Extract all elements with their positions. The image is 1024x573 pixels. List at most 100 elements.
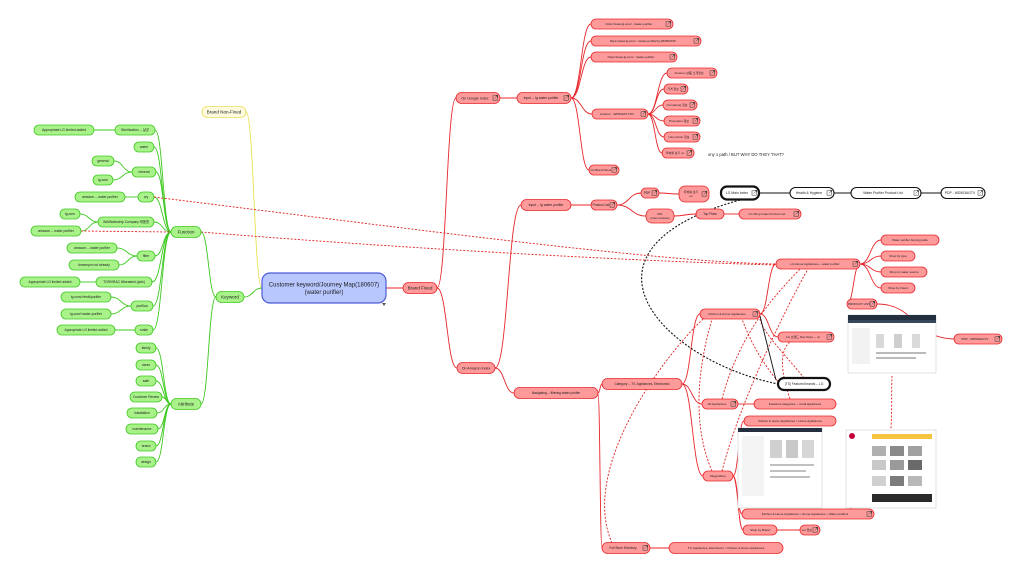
external-link-icon[interactable] bbox=[793, 211, 800, 217]
node-r-review[interactable]: 리뷰를 보기 ux bbox=[661, 147, 695, 159]
external-link-icon[interactable] bbox=[563, 95, 570, 101]
external-link-icon[interactable] bbox=[994, 336, 1001, 342]
external-link-icon[interactable] bbox=[642, 545, 649, 551]
node-r-top-picks[interactable]: Top Picks bbox=[695, 208, 725, 220]
node-r-shop-type[interactable]: Shop by type bbox=[880, 250, 916, 262]
external-link-icon[interactable] bbox=[692, 118, 699, 124]
node-r-lg-brand[interactable]: LG Brand Store bbox=[588, 164, 620, 176]
external-link-icon[interactable] bbox=[689, 102, 696, 108]
node-r-kitchen-home-app[interactable]: Kitchen & Home Appliances > Home Applian… bbox=[743, 415, 837, 427]
node-r-mega-menu[interactable]: Mega Menu bbox=[702, 470, 734, 482]
node-r-input-lg2[interactable]: Input -- lg water purifier bbox=[520, 199, 572, 211]
node-w-health[interactable]: Health & Hygiene bbox=[789, 186, 835, 200]
node-r-user-photo[interactable]: User photo 정보 bbox=[663, 131, 701, 143]
external-link-icon[interactable] bbox=[852, 261, 859, 267]
node-a-installation[interactable]: installation bbox=[126, 407, 158, 419]
external-link-icon[interactable] bbox=[826, 190, 833, 196]
node-r-buying-guide[interactable]: Water purifier buying guide bbox=[880, 234, 940, 246]
external-link-icon[interactable] bbox=[913, 190, 920, 196]
node-r-lg-home-app[interactable]: LG Home Appliances -- water purifier bbox=[775, 258, 861, 270]
external-link-icon[interactable] bbox=[701, 191, 708, 197]
external-link-icon[interactable] bbox=[693, 38, 700, 44]
node-g-amazon-wp3[interactable]: amazon -- water purifier bbox=[66, 242, 118, 254]
external-link-icon[interactable] bbox=[640, 111, 647, 117]
node-g-cry[interactable]: cry bbox=[137, 191, 155, 203]
node-r-shop-brand[interactable]: Shop by brand bbox=[880, 282, 916, 294]
node-g-smile[interactable]: smile bbox=[134, 324, 154, 336]
node-g-waterchip[interactable]: Wi&Waterchip Company 제품명 bbox=[97, 216, 155, 228]
node-r-pdp[interactable]: PDP bbox=[640, 187, 660, 199]
node-g-mineral[interactable]: mineral bbox=[131, 166, 157, 178]
external-link-icon[interactable] bbox=[492, 95, 499, 101]
node-w-lg-main[interactable]: LG Main Index bbox=[719, 185, 761, 201]
node-r-compare[interactable]: Comparing 정보 bbox=[662, 99, 698, 111]
node-r-amazon[interactable]: On Amazon Index bbox=[456, 362, 496, 374]
node-root[interactable]: Customer keyword/Journey Map(180607)(wat… bbox=[261, 272, 387, 304]
node-g-lg-com[interactable]: lg.com bbox=[92, 174, 114, 186]
node-g-sterilization[interactable]: Sterilization -- 살균 bbox=[114, 124, 156, 136]
node-g-lg-com2[interactable]: lg.com bbox=[59, 208, 81, 220]
node-a-safe[interactable]: safe bbox=[135, 375, 157, 387]
node-r-url2[interactable]: https://www.lg.com/.../water-purifier/lg… bbox=[590, 35, 702, 47]
node-a-brand[interactable]: brand bbox=[135, 440, 157, 452]
external-link-icon[interactable] bbox=[680, 86, 687, 92]
external-link-icon[interactable] bbox=[669, 54, 676, 60]
node-r-lg-shop[interactable]: LG Shop Index Product List bbox=[738, 208, 802, 220]
node-r-kitchen-home-wp[interactable]: Kitchen & Home Appliances > Home Applian… bbox=[741, 508, 875, 520]
node-g-amazon-wp2[interactable]: amazon -- water purifier bbox=[30, 225, 82, 237]
node-r-shop-usage[interactable]: Shop by water source bbox=[880, 266, 928, 278]
node-r-pdp-wd[interactable]: PDP - WD503AGTV bbox=[953, 333, 1003, 345]
node-g-amazon-wp1[interactable]: amazon -- water purifier bbox=[74, 191, 126, 203]
node-w-featured-brands[interactable]: (TS) Featured brands -- LG bbox=[776, 376, 832, 392]
external-link-icon[interactable] bbox=[826, 334, 833, 340]
node-r-full-store[interactable]: Full Store Directory bbox=[601, 542, 651, 554]
node-r-promo[interactable]: Promotion 정보 bbox=[663, 115, 701, 127]
node-brand-non-fixed[interactable]: Brand Non-Fixed bbox=[201, 106, 247, 118]
collapse-toggle-icon[interactable] bbox=[382, 303, 386, 306]
node-r-input-lg1[interactable]: Input -- lg water purifier bbox=[516, 92, 572, 104]
node-r-amazon-info[interactable]: Amazon 상품 소개정보 bbox=[666, 67, 718, 79]
node-a-design[interactable]: design bbox=[135, 456, 157, 468]
node-g-water[interactable]: water bbox=[133, 141, 155, 153]
external-link-icon[interactable] bbox=[977, 190, 984, 196]
node-g-approp2[interactable]: Appropriate LG limited added bbox=[19, 276, 81, 288]
node-r-url1[interactable]: https://www.lg.com/.../water-purifier bbox=[590, 18, 674, 30]
external-link-icon[interactable] bbox=[686, 150, 693, 156]
node-g-lgcom-wp2[interactable]: lg.com/>water-purifier bbox=[60, 308, 112, 320]
node-r-category[interactable]: Category -- TV, Appliances, Electronics bbox=[601, 378, 683, 390]
node-a-maintenance[interactable]: maintenance bbox=[125, 423, 159, 435]
node-g-general[interactable]: general bbox=[91, 155, 115, 167]
node-r-all-appliances[interactable]: All Appliances bbox=[701, 398, 739, 410]
node-function[interactable]: Function bbox=[170, 226, 202, 238]
external-link-icon[interactable] bbox=[611, 167, 618, 173]
node-w-pdp[interactable]: PDP - WD503AGTV bbox=[940, 186, 986, 200]
node-brand-fixed[interactable]: Brand Fixed bbox=[402, 282, 438, 294]
external-link-icon[interactable] bbox=[651, 190, 658, 196]
node-g-filter[interactable]: filter bbox=[136, 250, 156, 262]
node-r-tv-appliances[interactable]: TV, Appliances, Electronics > Kitchen & … bbox=[668, 542, 784, 554]
node-r-amazon-wd[interactable]: Amazon - WD503AT-TOV bbox=[591, 108, 649, 120]
node-g-lgcom-wp[interactable]: lg.com/>fredt/purifier bbox=[60, 291, 112, 303]
external-link-icon[interactable] bbox=[692, 134, 699, 140]
external-link-icon[interactable] bbox=[869, 301, 876, 307]
external-link-icon[interactable] bbox=[709, 70, 716, 76]
node-r-price[interactable]: 가격 정보 bbox=[663, 83, 689, 95]
external-link-icon[interactable] bbox=[752, 311, 759, 317]
node-g-approp1[interactable]: Appropriate LG limited added bbox=[33, 124, 95, 136]
external-link-icon[interactable] bbox=[730, 401, 737, 407]
external-link-icon[interactable] bbox=[609, 202, 616, 208]
node-attribute[interactable]: Attribute bbox=[170, 398, 202, 410]
node-r-url3[interactable]: https://www.lg.com/.../water-purifier bbox=[590, 51, 678, 63]
node-g-approp3[interactable]: Appropriate LG limited added bbox=[56, 324, 116, 336]
node-r-product-list[interactable]: Product List bbox=[590, 199, 618, 211]
node-a-family[interactable]: family bbox=[135, 342, 157, 354]
node-g-naverpin[interactable]: #naverpin not already bbox=[68, 259, 120, 271]
external-link-icon[interactable] bbox=[812, 527, 819, 533]
node-keyword[interactable]: Keyword bbox=[215, 291, 245, 303]
external-link-icon[interactable] bbox=[665, 21, 672, 27]
node-r-lg-brand-small[interactable]: LG 정보 bbox=[799, 524, 821, 536]
node-r-cpl[interactable]: CPL(User reviews) bbox=[645, 208, 675, 224]
node-a-clean[interactable]: clean bbox=[135, 359, 157, 371]
node-r-featured-cat[interactable]: Featured categories -- small appliances bbox=[753, 398, 837, 410]
external-link-icon[interactable] bbox=[751, 190, 758, 196]
